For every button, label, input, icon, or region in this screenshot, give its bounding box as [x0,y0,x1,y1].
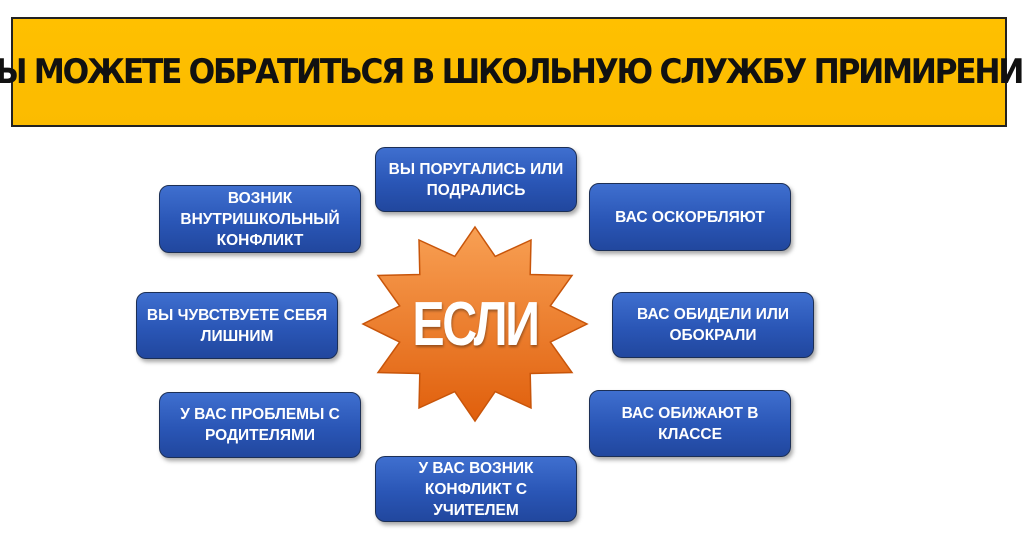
box-quarrel: ВЫ ПОРУГАЛИСЬ ИЛИ ПОДРАЛИСЬ [375,147,577,212]
box-insulted: ВАС ОСКОРБЛЯЮТ [589,183,791,251]
box-feel-unwanted: ВЫ ЧУВСТВУЕТЕ СЕБЯ ЛИШНИМ [136,292,338,359]
box-school-conflict: ВОЗНИК ВНУТРИШКОЛЬНЫЙ КОНФЛИКТ [159,185,361,253]
center-star: ЕСЛИ [360,224,590,424]
star-shape [361,225,589,423]
center-label: ЕСЛИ [412,289,540,359]
box-parents-problems: У ВАС ПРОБЛЕМЫ С РОДИТЕЛЯМИ [159,392,361,458]
box-offended-robbed: ВАС ОБИДЕЛИ ИЛИ ОБОКРАЛИ [612,292,814,358]
title-banner: ВЫ МОЖЕТЕ ОБРАТИТЬСЯ В ШКОЛЬНУЮ СЛУЖБУ П… [0,17,1024,127]
box-class-bullying: ВАС ОБИЖАЮТ В КЛАССЕ [589,390,791,457]
banner-title: ВЫ МОЖЕТЕ ОБРАТИТЬСЯ В ШКОЛЬНУЮ СЛУЖБУ П… [0,52,1024,92]
box-teacher-conflict: У ВАС ВОЗНИК КОНФЛИКТ С УЧИТЕЛЕМ [375,456,577,522]
